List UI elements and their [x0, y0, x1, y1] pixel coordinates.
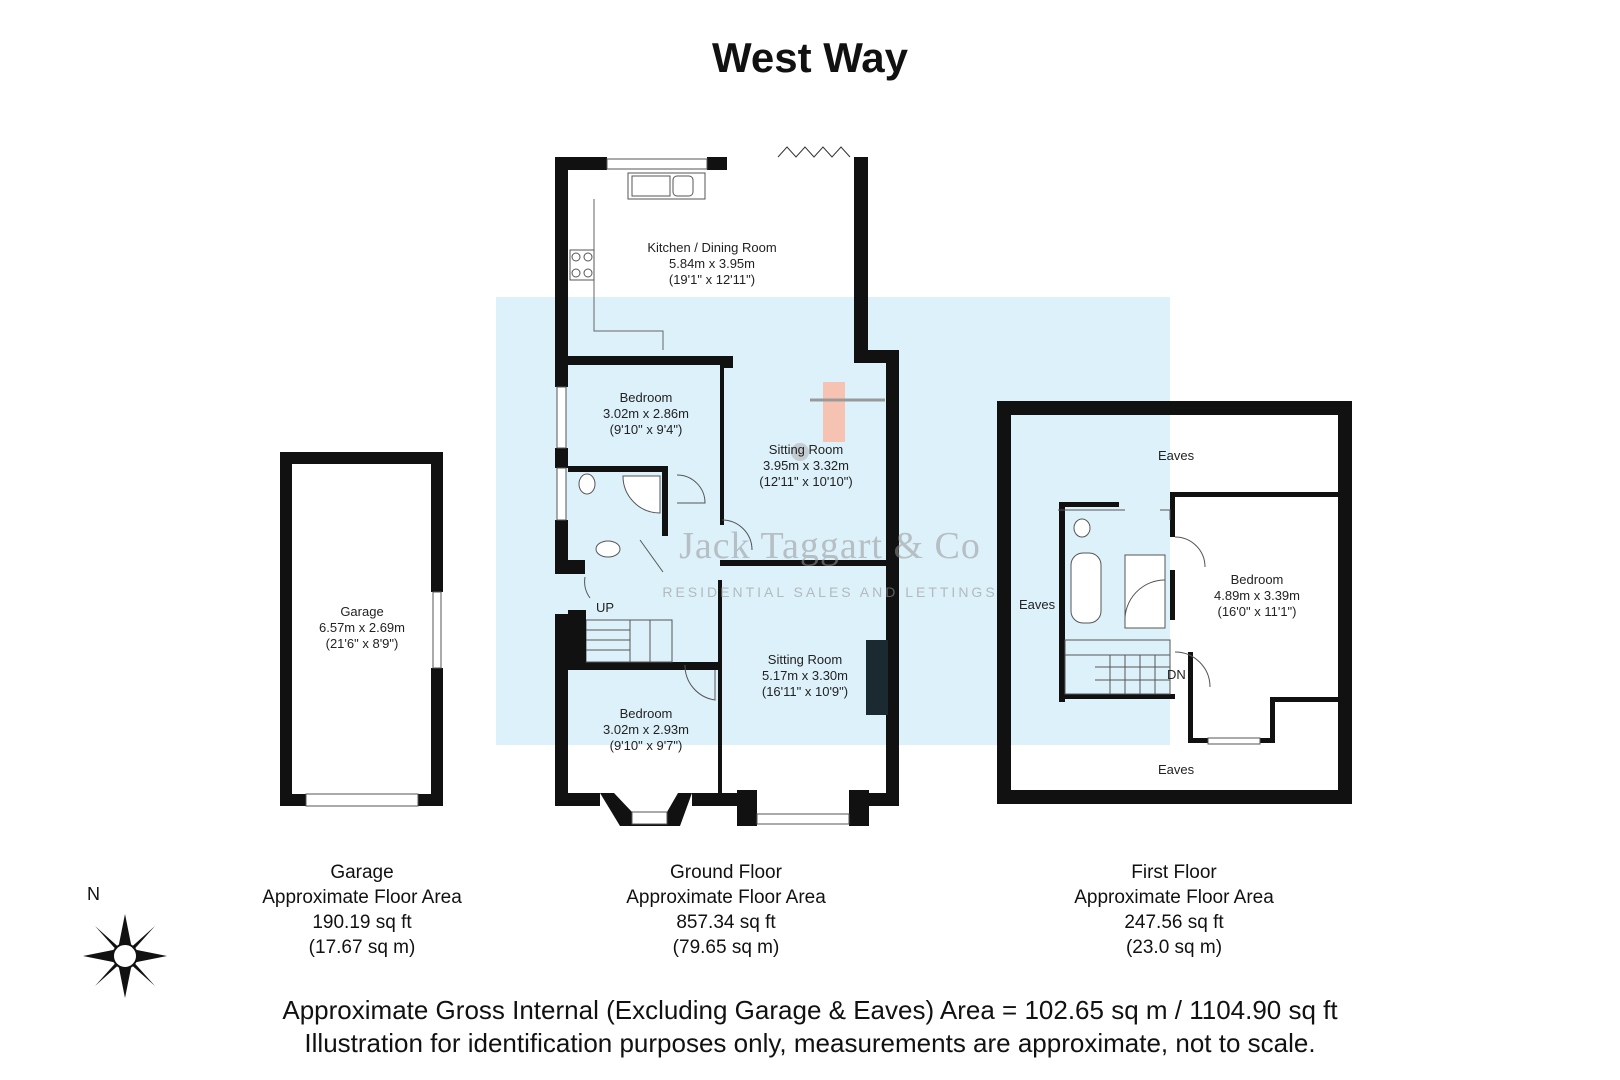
area-sqft: 190.19 sq ft	[312, 912, 412, 933]
room-label-sitting-lower: Sitting Room 5.17m x 3.30m (16'11" x 10'…	[705, 652, 905, 700]
room-imperial: (9'10" x 9'4")	[609, 422, 683, 437]
footer-disclaimer: Illustration for identification purposes…	[304, 1028, 1316, 1058]
area-name: Ground Floor	[670, 862, 782, 883]
kitchen-window	[606, 158, 708, 170]
shower-first	[1124, 554, 1166, 629]
area-sqft: 247.56 sq ft	[1124, 912, 1224, 933]
room-imperial: (12'11" x 10'10")	[759, 474, 853, 489]
watermark-name: Jack Taggart & Co	[679, 525, 981, 567]
watermark-overlay	[496, 297, 1170, 745]
ground-floor-walls	[555, 157, 899, 826]
compass-north-label: N	[87, 884, 100, 904]
room-metric: 3.02m x 2.93m	[603, 722, 689, 737]
room-metric: 6.57m x 2.69m	[319, 620, 405, 635]
bedroom-window	[556, 386, 567, 449]
area-sqm: (23.0 sq m)	[1125, 937, 1223, 958]
room-imperial: (16'0" x 11'1")	[1217, 604, 1297, 619]
room-imperial: (19'1" x 12'11")	[668, 272, 756, 287]
front-window	[756, 813, 850, 825]
room-label-bedroom-upper: Bedroom 3.02m x 2.86m (9'10" x 9'4")	[546, 390, 746, 438]
garage-door	[305, 793, 419, 807]
eaves-label-bottom: Eaves	[1158, 762, 1195, 777]
first-stairs	[1064, 639, 1171, 695]
area-label: Approximate Floor Area	[1074, 887, 1274, 908]
wc	[578, 473, 596, 495]
hob	[569, 249, 595, 281]
area-label: Approximate Floor Area	[626, 887, 826, 908]
room-label-kitchen: Kitchen / Dining Room 5.84m x 3.95m (19'…	[612, 240, 812, 288]
watermark-tagline: RESIDENTIAL SALES AND LETTINGS	[662, 584, 998, 600]
area-name: Garage	[330, 862, 394, 883]
area-sqm: (79.65 sq m)	[672, 937, 780, 958]
room-name: Sitting Room	[768, 442, 844, 457]
room-metric: 3.02m x 2.86m	[603, 406, 689, 421]
room-name: Kitchen / Dining Room	[647, 240, 777, 255]
room-label-garage: Garage 6.57m x 2.69m (21'6" x 8'9")	[262, 604, 462, 652]
compass-rose	[83, 914, 167, 998]
room-name: Bedroom	[1230, 572, 1284, 587]
room-name: Bedroom	[619, 706, 673, 721]
room-metric: 3.95m x 3.32m	[763, 458, 849, 473]
basin	[595, 540, 621, 558]
area-sqm: (17.67 sq m)	[308, 937, 416, 958]
room-imperial: (16'11" x 10'9")	[761, 684, 849, 699]
room-label-bedroom-lower: Bedroom 3.02m x 2.93m (9'10" x 9'7")	[546, 706, 746, 754]
area-first-floor: First Floor Approximate Floor Area 247.5…	[1004, 860, 1344, 960]
shower-tray	[622, 475, 661, 514]
plan-title: West Way	[711, 34, 909, 81]
footer-gross-area: Approximate Gross Internal (Excluding Ga…	[282, 995, 1338, 1025]
room-label-bedroom-first: Bedroom 4.89m x 3.39m (16'0" x 11'1")	[1157, 572, 1357, 620]
area-label: Approximate Floor Area	[262, 887, 462, 908]
room-metric: 5.84m x 3.95m	[669, 256, 755, 271]
room-name: Garage	[340, 604, 384, 619]
stairs-down-label: DN	[1167, 667, 1186, 682]
room-imperial: (21'6" x 8'9")	[325, 636, 399, 651]
shower-window	[556, 467, 567, 521]
room-name: Sitting Room	[767, 652, 843, 667]
area-garage: Garage Approximate Floor Area 190.19 sq …	[192, 860, 532, 960]
stairs-up-label: UP	[596, 600, 615, 615]
first-floor-walls	[997, 401, 1352, 804]
room-imperial: (9'10" x 9'7")	[609, 738, 683, 753]
garage-window	[432, 591, 442, 669]
eaves-label-top: Eaves	[1158, 448, 1195, 463]
bath	[1070, 552, 1102, 624]
room-name: Bedroom	[619, 390, 673, 405]
eaves-label-left: Eaves	[1019, 597, 1056, 612]
area-name: First Floor	[1131, 862, 1217, 883]
garage-plan	[280, 452, 443, 806]
bifold-door	[777, 146, 851, 158]
area-ground-floor: Ground Floor Approximate Floor Area 857.…	[556, 860, 896, 960]
area-sqft: 857.34 sq ft	[676, 912, 776, 933]
room-metric: 4.89m x 3.39m	[1214, 588, 1300, 603]
bay-window-frame	[600, 793, 692, 826]
room-metric: 5.17m x 3.30m	[762, 668, 848, 683]
chimney-breast	[823, 382, 845, 442]
room-label-sitting-upper: Sitting Room 3.95m x 3.32m (12'11" x 10'…	[706, 442, 906, 490]
